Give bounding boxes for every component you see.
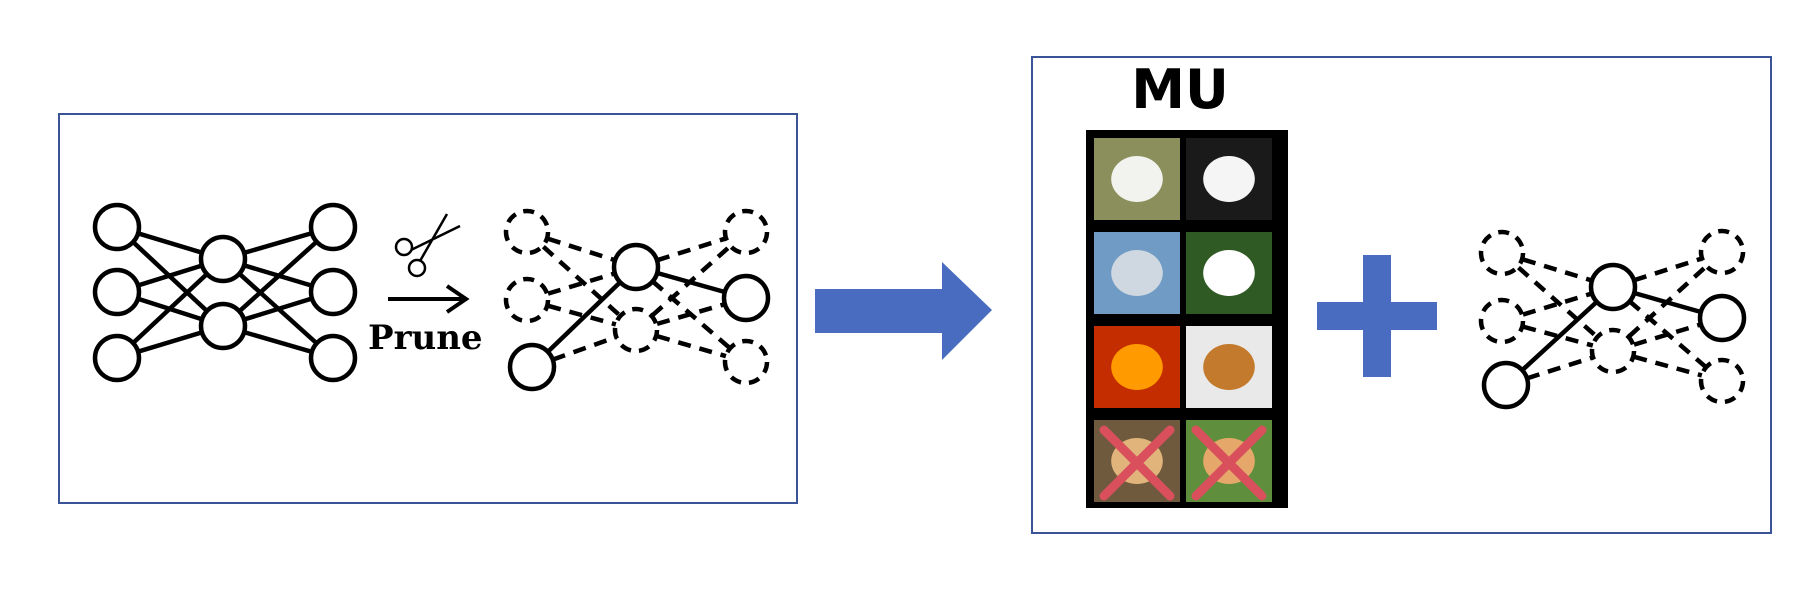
- dense-network: [92, 202, 358, 383]
- thumbnail-corgi: [1186, 420, 1272, 502]
- big-arrow-icon: [815, 262, 992, 360]
- thumbnail-shark: [1094, 232, 1180, 314]
- pruned-network-right: [1478, 228, 1747, 410]
- dense-network-nodes: [92, 202, 358, 383]
- thumbnail-orange-slice: [1094, 326, 1180, 408]
- pruned-solid-nodes: [507, 242, 771, 392]
- mu-title: MU: [1131, 58, 1229, 121]
- thumbnail-daisy: [1186, 232, 1272, 314]
- forget-cross-icon: [1191, 425, 1267, 501]
- thumbnail-tiger: [1186, 326, 1272, 408]
- thumbnail-beagle: [1094, 420, 1180, 502]
- pruning-panel: [58, 113, 798, 504]
- pruned-network-left: [503, 208, 771, 392]
- scissors-icon: [394, 213, 461, 278]
- arrow-right-icon: [388, 284, 470, 314]
- thumbnail-bald-eagle: [1186, 138, 1272, 220]
- forget-cross-icon: [1099, 425, 1175, 501]
- plus-icon: [1317, 255, 1437, 377]
- prune-label: Prune: [368, 318, 483, 358]
- thumbnail-egret: [1094, 138, 1180, 220]
- pruned-dashed-nodes: [503, 208, 770, 386]
- image-grid: [1086, 130, 1288, 508]
